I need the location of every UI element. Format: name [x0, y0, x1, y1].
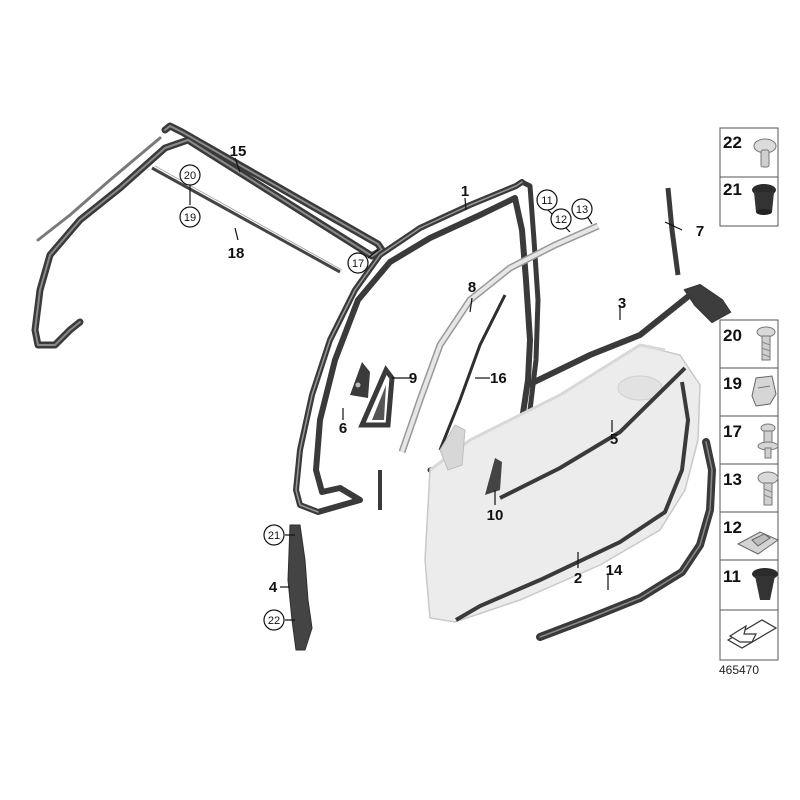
svg-text:11: 11	[723, 567, 741, 586]
callout-5: 5	[610, 431, 618, 448]
svg-text:13: 13	[723, 470, 742, 489]
svg-text:19: 19	[723, 374, 742, 393]
part-2-lower-seal	[454, 381, 691, 622]
callout-9: 9	[409, 370, 417, 387]
callout-7: 7	[696, 223, 704, 240]
panel-item-20: 20	[723, 326, 776, 361]
svg-text:17: 17	[723, 422, 742, 441]
panel-item-12: 12	[723, 518, 780, 555]
svg-text:21: 21	[723, 180, 742, 199]
part-4-pillar-trim	[287, 524, 313, 651]
svg-text:19: 19	[184, 212, 196, 224]
bolt-icon	[757, 423, 779, 459]
callout-16: 16	[490, 370, 507, 387]
panel-item-22: 22	[723, 133, 777, 168]
door-panel	[424, 343, 701, 623]
part-3-outer-seal	[525, 283, 732, 388]
svg-text:13: 13	[576, 204, 588, 216]
svg-text:21: 21	[268, 530, 280, 542]
circle-callout-13: 13	[571, 198, 593, 220]
screw-icon	[756, 326, 776, 361]
svg-text:22: 22	[723, 133, 742, 152]
sealant-arrow-icon	[726, 619, 778, 649]
callout-2: 2	[574, 570, 582, 587]
circle-callout-12: 12	[550, 208, 572, 230]
push-pin-icon	[753, 138, 777, 168]
callout-6: 6	[339, 420, 347, 437]
callout-18: 18	[228, 245, 245, 262]
circled-callouts: 20 19 17 11 12 13 21 22	[179, 164, 593, 631]
part-14-sill-seal	[536, 438, 717, 641]
part-7-strip	[665, 187, 681, 276]
panel-item-arrow	[726, 619, 778, 649]
panel-item-21: 21	[723, 180, 776, 215]
circle-callout-17: 17	[347, 252, 369, 274]
callout-10: 10	[487, 507, 504, 524]
screw-icon	[757, 471, 779, 506]
parts-panel-bottom: 20 19 17 13	[719, 319, 780, 661]
callout-1: 1	[461, 183, 469, 200]
callout-8: 8	[468, 279, 476, 296]
part-15-seal	[31, 122, 386, 349]
panel-item-17: 17	[723, 422, 779, 459]
circle-callout-21: 21	[263, 524, 285, 546]
panel-item-11: 11	[723, 567, 778, 600]
callout-15: 15	[230, 143, 247, 160]
svg-text:20: 20	[184, 170, 196, 182]
rubber-plug-icon	[752, 184, 776, 215]
callout-4: 4	[269, 579, 278, 596]
panel-item-19: 19	[723, 374, 777, 407]
callout-labels: 15 18 1 8 3 7 9 16 6 5 10 2 14 4	[228, 143, 705, 596]
circle-callout-19: 19	[179, 206, 201, 228]
svg-text:12: 12	[555, 214, 567, 226]
circle-callout-20: 20	[179, 164, 201, 186]
svg-text:17: 17	[352, 258, 364, 270]
circle-callout-11: 11	[536, 189, 558, 211]
circle-callout-22: 22	[263, 609, 285, 631]
part-16-guide	[438, 294, 507, 451]
svg-text:20: 20	[723, 326, 742, 345]
parts-panel-top: 22 21	[719, 127, 779, 227]
callout-14: 14	[606, 562, 623, 579]
panel-item-13: 13	[723, 470, 779, 506]
svg-text:12: 12	[723, 518, 742, 537]
rubber-plug-icon	[752, 568, 778, 600]
part-6-bracket	[350, 362, 370, 398]
svg-text:22: 22	[268, 615, 280, 627]
clip-icon	[751, 375, 777, 407]
diagram-id: 465470	[719, 663, 759, 677]
part-5-belt-strip	[499, 366, 687, 500]
callout-3: 3	[618, 295, 626, 312]
clip-nut-icon	[736, 531, 780, 555]
svg-text:11: 11	[541, 195, 552, 207]
part-8-channel	[398, 222, 600, 454]
